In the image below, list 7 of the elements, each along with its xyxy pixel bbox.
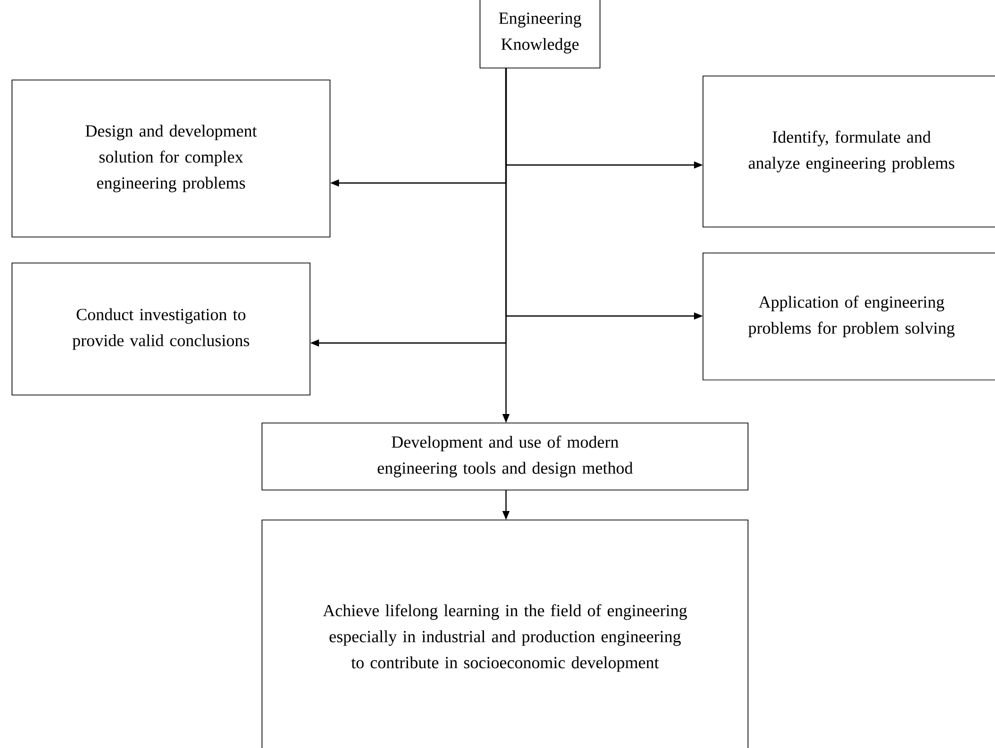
process-box: Application of engineering problems for problem solving [702,252,995,380]
process-box: Achieve lifelong learning in the field of engineering especially in industrial and production engineering to contribute in socioeconomic development [262,520,748,748]
process-box: Identify, formulate and analyze engineering problems [702,76,995,228]
process-box: Development and use of modern engineering tools and design method [262,422,748,490]
process-box: Conduct investigation to provide valid conclusions [12,262,310,396]
process-box: Design and development solution for complex engineering problems [12,80,330,238]
process-box: Engineering Knowledge [480,0,600,68]
